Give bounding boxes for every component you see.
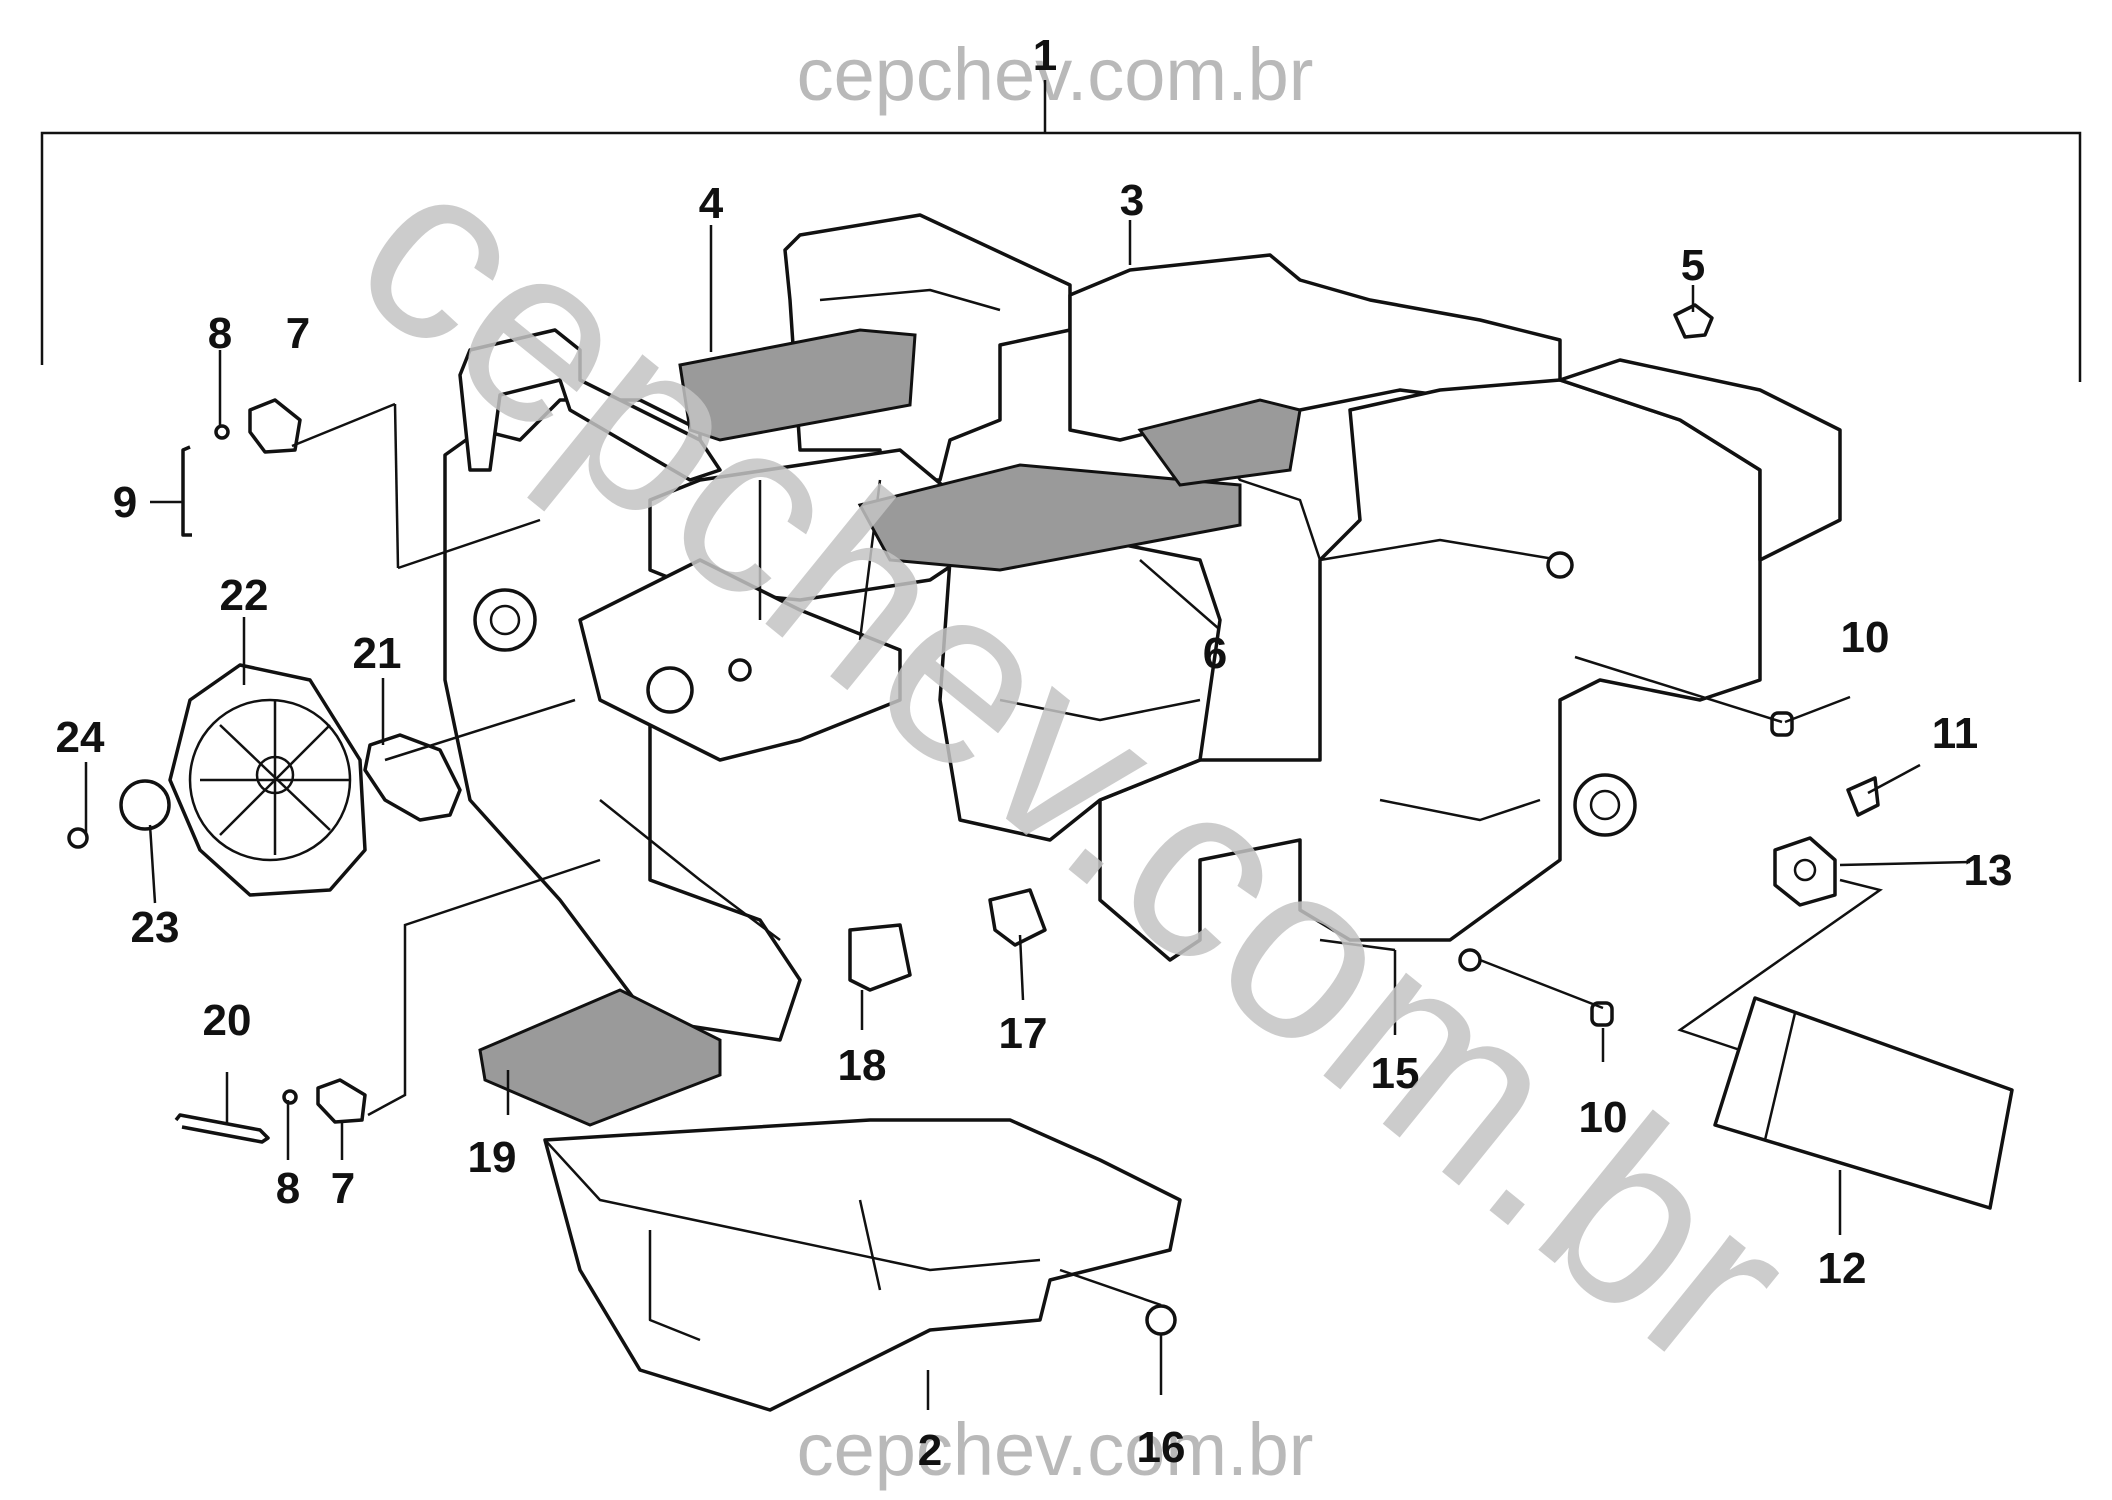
lower-housing xyxy=(543,1118,1182,1412)
callout-15: 15 xyxy=(1371,1049,1420,1098)
callout-6: 6 xyxy=(1203,629,1227,678)
callout-8-top: 8 xyxy=(208,309,232,358)
watermark-top: cepchev.com.br xyxy=(797,33,1314,116)
blower-disk xyxy=(119,779,171,831)
callout-7-bottom: 7 xyxy=(331,1164,355,1213)
callout-23: 23 xyxy=(131,903,180,952)
clip-8-top xyxy=(214,424,230,440)
rear-filter-element xyxy=(1137,398,1302,487)
actuator-7-bottom xyxy=(316,1078,367,1124)
callout-8-bottom: 8 xyxy=(276,1164,300,1213)
evaporator-core xyxy=(1713,996,2014,1210)
callout-9: 9 xyxy=(113,478,137,527)
blower-assembly xyxy=(168,663,367,897)
callout-10-bottom: 10 xyxy=(1579,1093,1628,1142)
callout-7-top: 7 xyxy=(286,309,310,358)
rod-9 xyxy=(181,445,192,537)
callout-12: 12 xyxy=(1818,1244,1867,1293)
screw-5 xyxy=(1673,303,1714,339)
grommet-10-bottom xyxy=(1590,1001,1614,1027)
assembly-bracket xyxy=(40,80,2082,382)
callout-20: 20 xyxy=(203,996,252,1045)
actuator-7-top xyxy=(248,398,302,454)
clip-11 xyxy=(1846,776,1880,817)
bracket-17 xyxy=(988,888,1047,947)
rod-20 xyxy=(174,1113,270,1144)
callout-24: 24 xyxy=(56,713,105,762)
callout-13: 13 xyxy=(1964,846,2013,895)
callout-22: 22 xyxy=(220,571,269,620)
clip-8-bottom xyxy=(282,1089,298,1105)
callout-19: 19 xyxy=(468,1133,517,1182)
callout-21: 21 xyxy=(353,629,402,678)
callout-18: 18 xyxy=(838,1041,887,1090)
grommet-10-top xyxy=(1770,711,1794,737)
callout-5: 5 xyxy=(1681,241,1705,290)
center-filter-element xyxy=(857,463,1242,572)
callout-16: 16 xyxy=(1137,1423,1186,1472)
nut-16 xyxy=(1145,1304,1177,1336)
bracket-18 xyxy=(848,923,912,992)
watermark-bottom: cepchev.com.br xyxy=(797,1408,1314,1491)
leader-lines xyxy=(84,220,1971,1410)
top-filter-element xyxy=(678,328,917,442)
callout-labels: 1 2 3 4 5 6 7 7 8 8 9 10 10 11 12 13 15 … xyxy=(56,31,2013,1475)
callout-10-top: 10 xyxy=(1841,613,1890,662)
callout-3: 3 xyxy=(1120,176,1144,225)
callout-2: 2 xyxy=(918,1426,942,1475)
screw-24 xyxy=(67,827,89,849)
blower-motor xyxy=(363,733,462,822)
callout-1: 1 xyxy=(1033,31,1057,80)
lower-filter-element xyxy=(478,988,722,1127)
cap-13 xyxy=(1773,836,1837,907)
callout-11: 11 xyxy=(1932,709,1979,758)
callout-17: 17 xyxy=(999,1009,1048,1058)
upper-housing xyxy=(443,213,1842,1042)
callout-4: 4 xyxy=(699,179,724,228)
